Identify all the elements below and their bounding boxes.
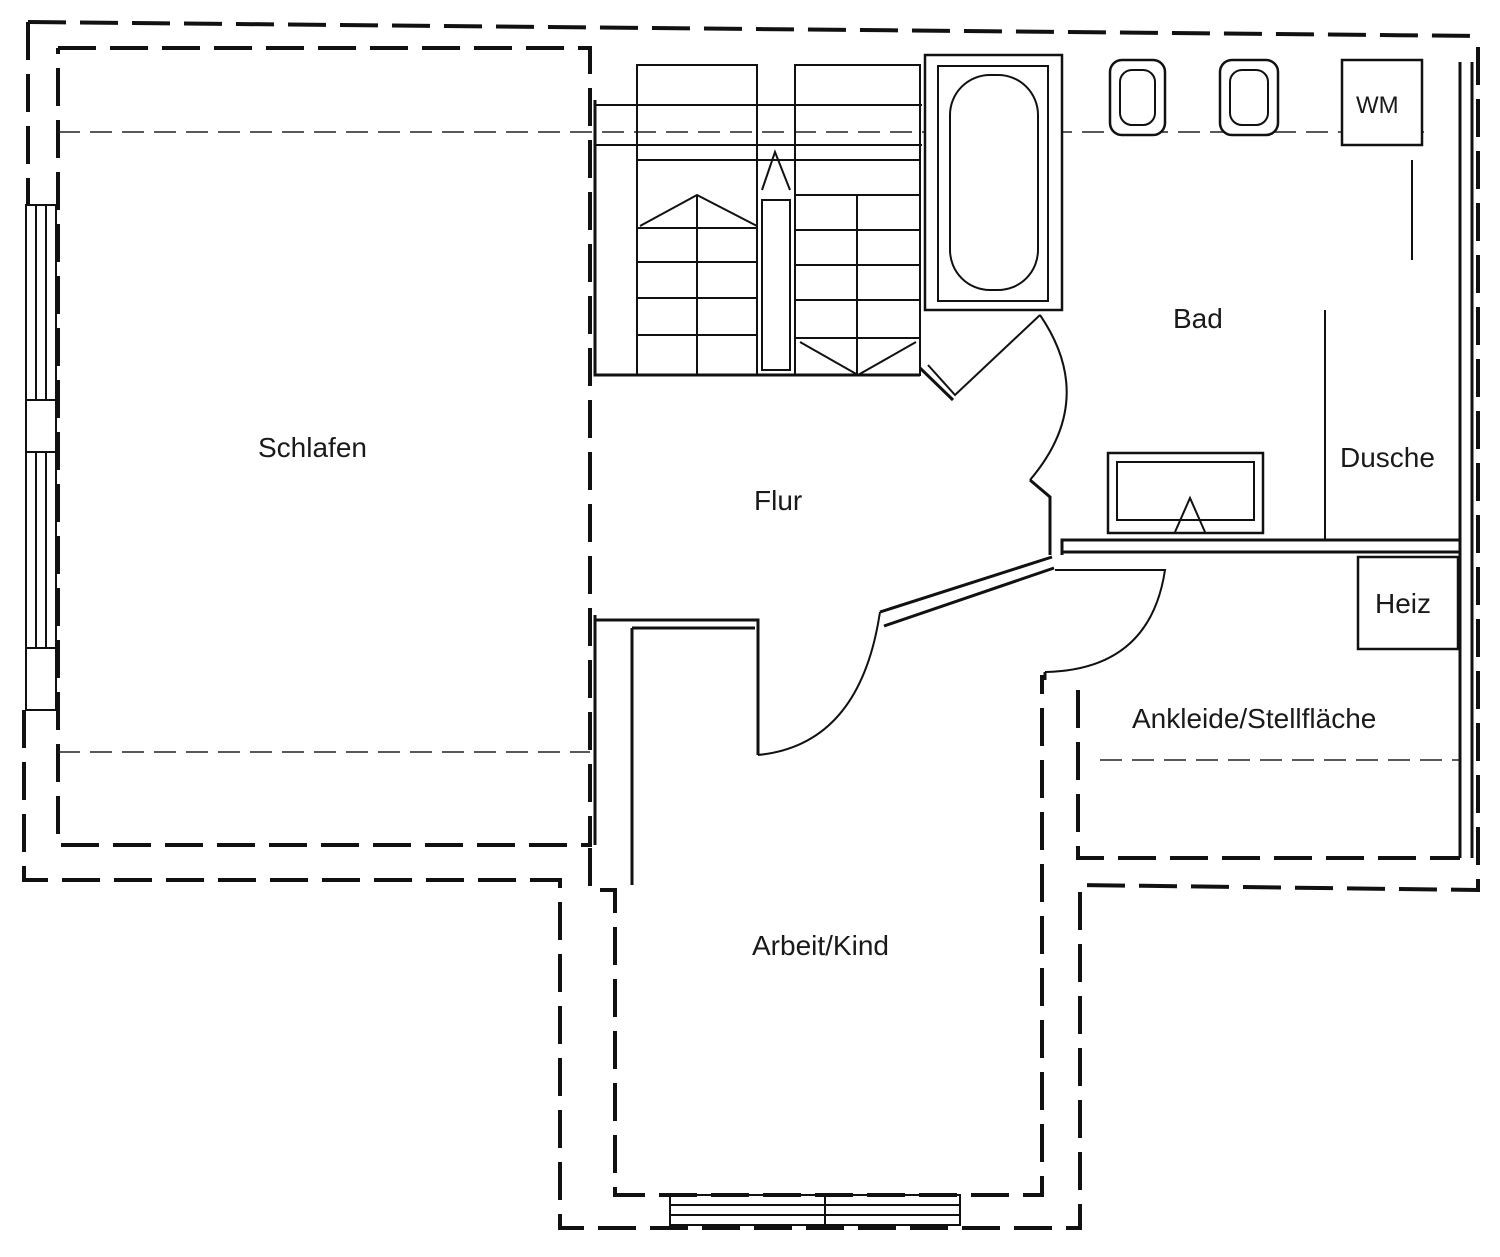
room-label-schlafen: Schlafen bbox=[258, 432, 367, 463]
toilet-2 bbox=[1218, 58, 1280, 137]
wm-label: WM bbox=[1356, 92, 1399, 119]
doors bbox=[757, 314, 1167, 756]
staircase bbox=[636, 64, 921, 377]
room-label-arbeit: Arbeit/Kind bbox=[752, 930, 889, 961]
left-window bbox=[25, 204, 57, 711]
bathtub bbox=[923, 53, 1064, 312]
room-label-dusche: Dusche bbox=[1340, 442, 1435, 473]
washing-machine: WM bbox=[1340, 58, 1424, 147]
roof-outline bbox=[22, 20, 1481, 1230]
room-label-flur: Flur bbox=[754, 485, 802, 516]
room-label-bad: Bad bbox=[1173, 303, 1223, 334]
room-labels: Schlafen Flur Bad Dusche Heiz Ankleide/S… bbox=[258, 303, 1435, 961]
room-label-ankleide: Ankleide/Stellfläche bbox=[1132, 703, 1376, 734]
interior-walls bbox=[593, 62, 1474, 1226]
heating-box bbox=[1356, 555, 1460, 651]
room-label-heiz: Heiz bbox=[1375, 588, 1431, 619]
toilet-1 bbox=[1108, 58, 1167, 137]
sink bbox=[1106, 451, 1265, 535]
